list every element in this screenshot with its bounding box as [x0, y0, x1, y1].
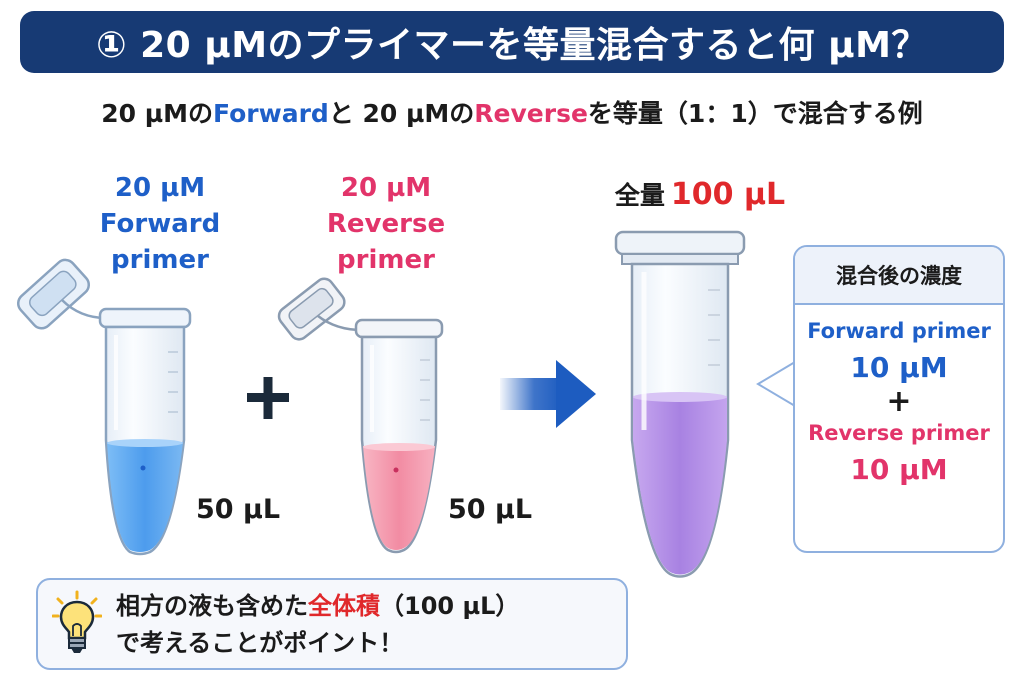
page-title: ① 20 µMのプライマーを等量混合すると何 µM？ [96, 25, 928, 66]
subtitle-part2: と 20 µMの [328, 99, 475, 128]
forward-primer: primer [111, 245, 209, 275]
reverse-name: Reverse [326, 209, 446, 239]
total-label: 全量 [614, 181, 665, 210]
result-box: 混合後の濃度 Forward primer 10 µM + Reverse pr… [793, 245, 1005, 553]
lightbulb-icon [52, 590, 102, 653]
plus-icon [247, 377, 289, 419]
forward-tube-icon [16, 258, 192, 556]
title-banner: ① 20 µMのプライマーを等量混合すると何 µM？ [20, 11, 1004, 73]
result-reverse-name: Reverse primer [808, 421, 990, 445]
reverse-primer: primer [337, 245, 435, 275]
tip-line1-a: 相方の液も含めた [116, 592, 308, 620]
reverse-volume: 50 µL [448, 494, 533, 525]
total-value: 100 µL [670, 177, 786, 212]
forward-label: 20 µM Forward primer [90, 170, 230, 278]
reverse-tube-icon [277, 277, 444, 554]
mixed-tube-icon [614, 230, 746, 578]
forward-volume: 50 µL [196, 494, 281, 525]
tip-line1: 相方の液も含めた全体積（100 µL） [116, 588, 519, 625]
tip-highlight: 全体積 [308, 592, 380, 620]
tip-text: 相方の液も含めた全体積（100 µL） で考えることがポイント！ [116, 588, 519, 662]
result-forward-value: 10 µM [850, 351, 948, 384]
forward-concentration: 20 µM [114, 173, 206, 203]
forward-name: Forward [99, 209, 221, 239]
result-header: 混合後の濃度 [795, 247, 1003, 305]
result-plus: + [886, 384, 912, 419]
tip-line1-b: （100 µL） [380, 592, 520, 620]
result-body: Forward primer 10 µM + Reverse primer 10… [795, 319, 1003, 486]
subtitle-forward: Forward [213, 99, 329, 128]
subtitle-part1: 20 µMの [101, 99, 214, 128]
tip-line2: で考えることがポイント！ [116, 629, 404, 657]
reverse-label: 20 µM Reverse primer [316, 170, 456, 278]
result-reverse-value: 10 µM [850, 453, 948, 486]
result-forward-name: Forward primer [807, 319, 991, 343]
subtitle: 20 µMのForwardと 20 µMのReverseを等量（1：1）で混合す… [0, 94, 1024, 130]
subtitle-reverse: Reverse [474, 99, 588, 128]
tip-box: 相方の液も含めた全体積（100 µL） で考えることがポイント！ [36, 578, 628, 670]
arrow-right-icon [500, 360, 596, 428]
reverse-concentration: 20 µM [340, 173, 432, 203]
subtitle-part3: を等量（1：1）で混合する例 [587, 99, 923, 128]
